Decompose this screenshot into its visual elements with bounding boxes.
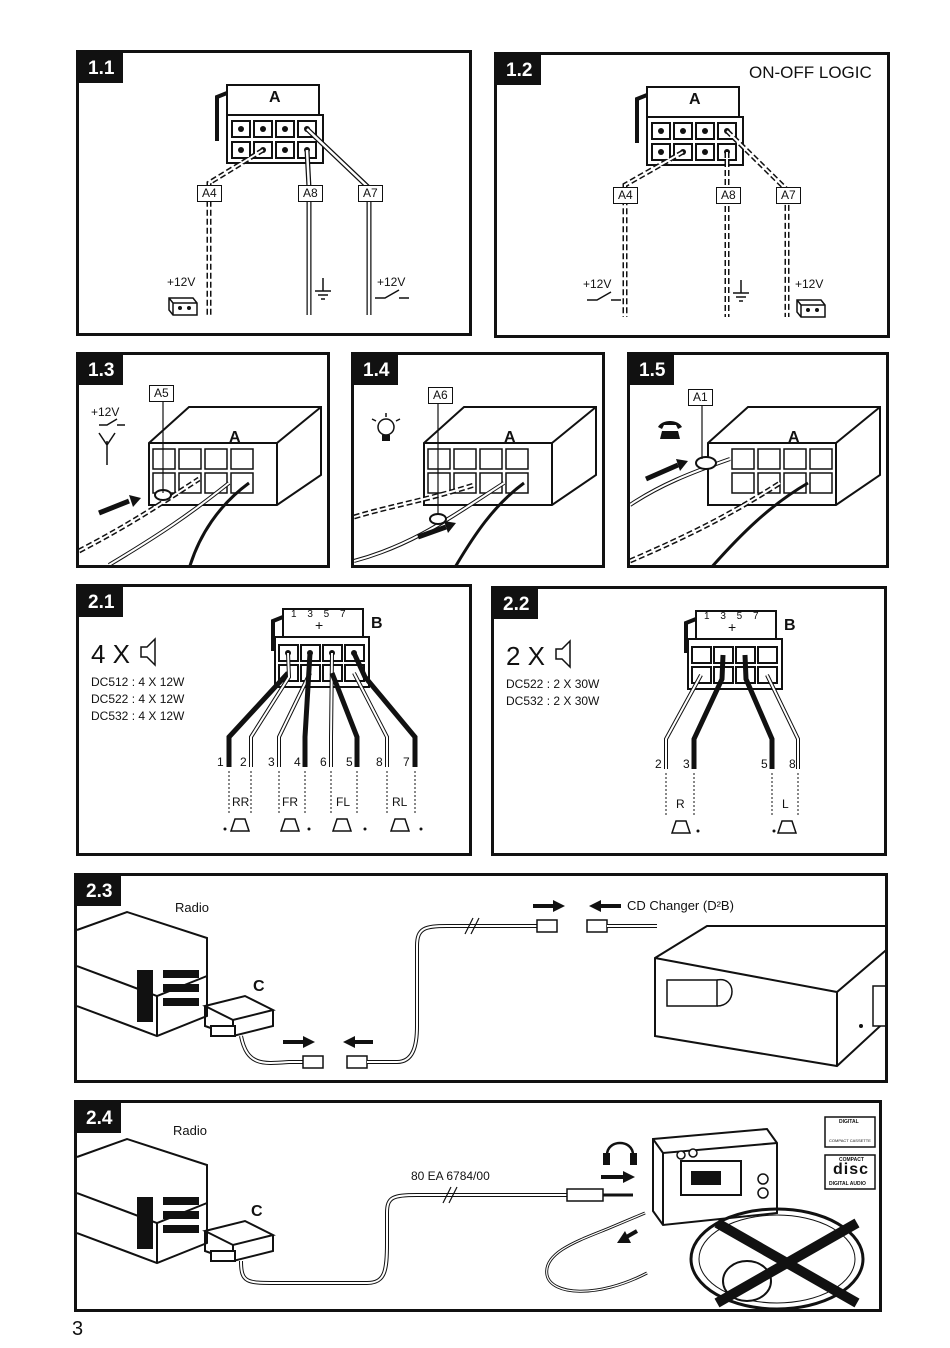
connector-label: C xyxy=(253,978,265,995)
connector-label: B xyxy=(784,617,796,634)
voltage-label: +12V xyxy=(583,277,612,291)
panel-1-4: 1.4 A6 A xyxy=(351,352,605,568)
wire-number: 2 xyxy=(240,755,247,769)
radio-label: Radio xyxy=(175,900,209,915)
wire-number: 6 xyxy=(320,755,327,769)
panel-1-2: 1.2 ON-OFF LOGIC A A4 A8 A7 +12V +12V xyxy=(494,52,890,338)
connector-box-diagram xyxy=(354,399,597,565)
wire-label-a1: A1 xyxy=(688,389,713,407)
speaker-label-rl: RL xyxy=(392,795,408,809)
radio-label: Radio xyxy=(173,1123,207,1138)
connector-label: A xyxy=(788,429,800,446)
connector-label: C xyxy=(251,1203,263,1220)
panel-tag: 2.3 xyxy=(77,876,122,906)
portable-player-diagram xyxy=(77,1116,876,1309)
wire-number: 3 xyxy=(683,757,690,771)
panel-tag: 2.1 xyxy=(79,587,124,617)
connector-label: A xyxy=(229,429,241,446)
wire-label-a7: A7 xyxy=(358,185,383,203)
wire-number: 5 xyxy=(761,757,768,771)
wire-number: 3 xyxy=(268,755,275,769)
wire-number: 2 xyxy=(655,757,662,771)
logo-disc-text: COMPACT xyxy=(839,1157,864,1163)
speaker-label-r: R xyxy=(676,797,685,811)
voltage-label: +12V xyxy=(91,405,120,419)
panel-tag: 1.4 xyxy=(354,355,399,385)
model-line: DC522 : 4 X 12W xyxy=(91,692,185,706)
panel-tag: 2.2 xyxy=(494,589,539,619)
model-line: DC532 : 2 X 30W xyxy=(506,694,600,708)
wire-label-a7: A7 xyxy=(776,187,801,205)
connector-box-diagram xyxy=(630,399,881,565)
wire-label-a8: A8 xyxy=(716,187,741,205)
voltage-label: +12V xyxy=(377,275,406,289)
panel-title: ON-OFF LOGIC xyxy=(749,63,872,82)
wire-number: 4 xyxy=(294,755,301,769)
wire-number: 5 xyxy=(346,755,353,769)
panel-2-4: 2.4 Rad xyxy=(74,1100,882,1312)
speaker-wiring-diagram xyxy=(555,610,800,834)
panel-2-1: 2.1 1 3 5 7 + B 4 X xyxy=(76,584,472,856)
logo-cassette-text: DIGITAL xyxy=(839,1119,859,1125)
connector-label: A xyxy=(689,91,701,108)
connector-label: A xyxy=(269,89,281,106)
speaker-wiring-diagram xyxy=(140,608,423,832)
panel-1-5: 1.5 A1 A xyxy=(627,352,889,568)
speaker-label-l: L xyxy=(782,797,789,811)
connector-label: A xyxy=(504,429,516,446)
plus-sign: + xyxy=(728,619,737,635)
panel-2-3: 2.3 Radio C CD Changer (D²B) xyxy=(74,873,888,1083)
logo-cassette-text: COMPACT CASSETTE xyxy=(829,1138,871,1143)
wire-label-a8: A8 xyxy=(298,185,323,203)
model-line: DC522 : 2 X 30W xyxy=(506,677,600,691)
model-line: DC532 : 4 X 12W xyxy=(91,709,185,723)
speaker-count: 2 X xyxy=(506,641,546,671)
connector-a-diagram xyxy=(168,84,409,316)
logo-disc-text: disc xyxy=(833,1161,870,1178)
panel-2-2: 2.2 1 3 5 7 + B 2 X DC522 : 2 X 30W DC53… xyxy=(491,586,887,856)
panel-tag: 1.3 xyxy=(79,355,124,385)
panel-tag: 1.1 xyxy=(79,53,124,83)
model-line: DC512 : 4 X 12W xyxy=(91,675,185,689)
speaker-label-fr: FR xyxy=(282,795,298,809)
cable-part-number: 80 EA 6784/00 xyxy=(411,1169,490,1183)
pin-numbers: 1 3 5 7 xyxy=(291,609,350,620)
cd-changer-label: CD Changer (D²B) xyxy=(627,898,734,913)
speaker-label-fl: FL xyxy=(336,795,351,809)
panel-tag: 2.4 xyxy=(77,1103,122,1133)
wire-number: 8 xyxy=(376,755,383,769)
voltage-label: +12V xyxy=(167,275,196,289)
wire-number: 8 xyxy=(789,757,796,771)
wire-number: 1 xyxy=(217,755,224,769)
logo-disc-text: DIGITAL AUDIO xyxy=(829,1181,866,1187)
wire-label-a4: A4 xyxy=(613,187,638,205)
wire-label-a6: A6 xyxy=(428,387,453,405)
speaker-count: 4 X xyxy=(91,639,131,669)
panel-1-3: 1.3 A5 A +12V xyxy=(76,352,330,568)
wire-label-a4: A4 xyxy=(197,185,222,203)
panel-tag: 1.2 xyxy=(497,55,542,85)
connector-box-diagram xyxy=(79,399,322,565)
voltage-label: +12V xyxy=(795,277,824,291)
pin-numbers: 1 3 5 7 xyxy=(704,611,763,622)
speaker-label-rr: RR xyxy=(232,795,250,809)
panel-1-1: 1.1 A A4 A8 A7 +12V +12V xyxy=(76,50,472,336)
connector-label: B xyxy=(371,615,383,632)
plus-sign: + xyxy=(315,617,324,633)
cd-changer-diagram xyxy=(77,900,885,1069)
wire-label-a5: A5 xyxy=(149,385,174,403)
connector-a-diagram xyxy=(587,86,826,318)
panel-tag: 1.5 xyxy=(630,355,675,385)
wire-number: 7 xyxy=(403,755,410,769)
page-number: 3 xyxy=(72,1318,84,1340)
